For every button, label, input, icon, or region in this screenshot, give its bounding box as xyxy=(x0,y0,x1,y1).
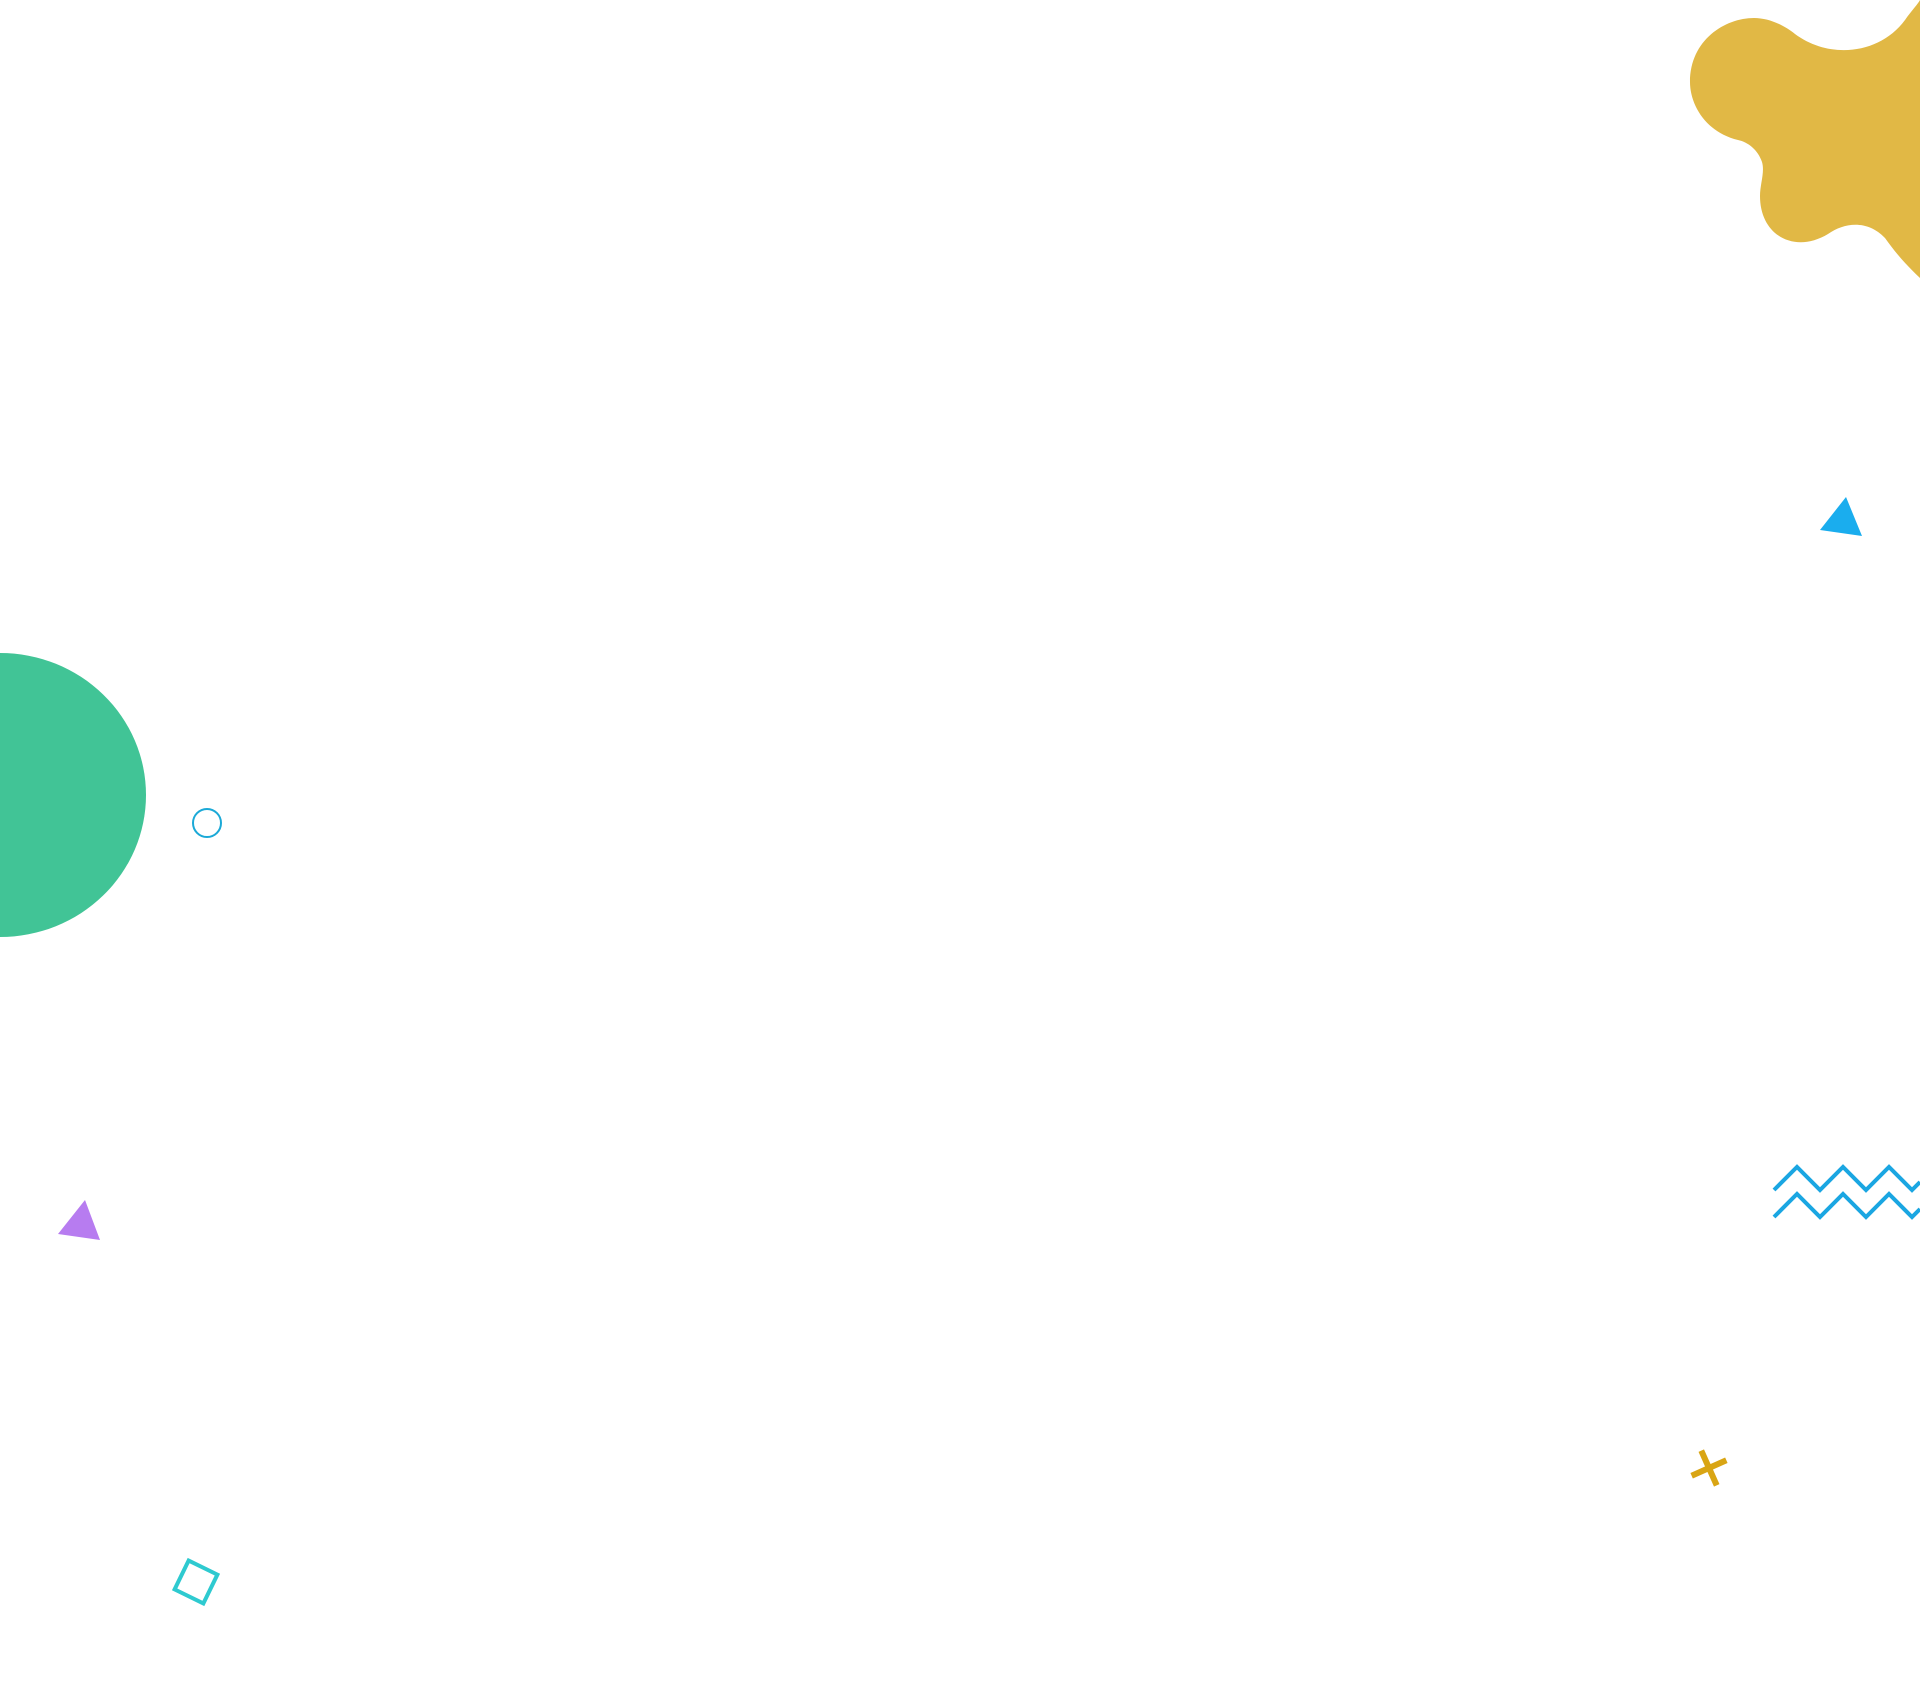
zigzag-icon xyxy=(1772,1164,1920,1220)
triangle-icon xyxy=(58,1200,100,1240)
half-circle-shape xyxy=(0,653,146,937)
square-outline-icon xyxy=(171,1557,221,1607)
ring-icon xyxy=(192,808,222,838)
blob-shape xyxy=(1690,0,1920,278)
cross-icon xyxy=(1690,1449,1728,1487)
triangle-icon xyxy=(1820,497,1862,536)
